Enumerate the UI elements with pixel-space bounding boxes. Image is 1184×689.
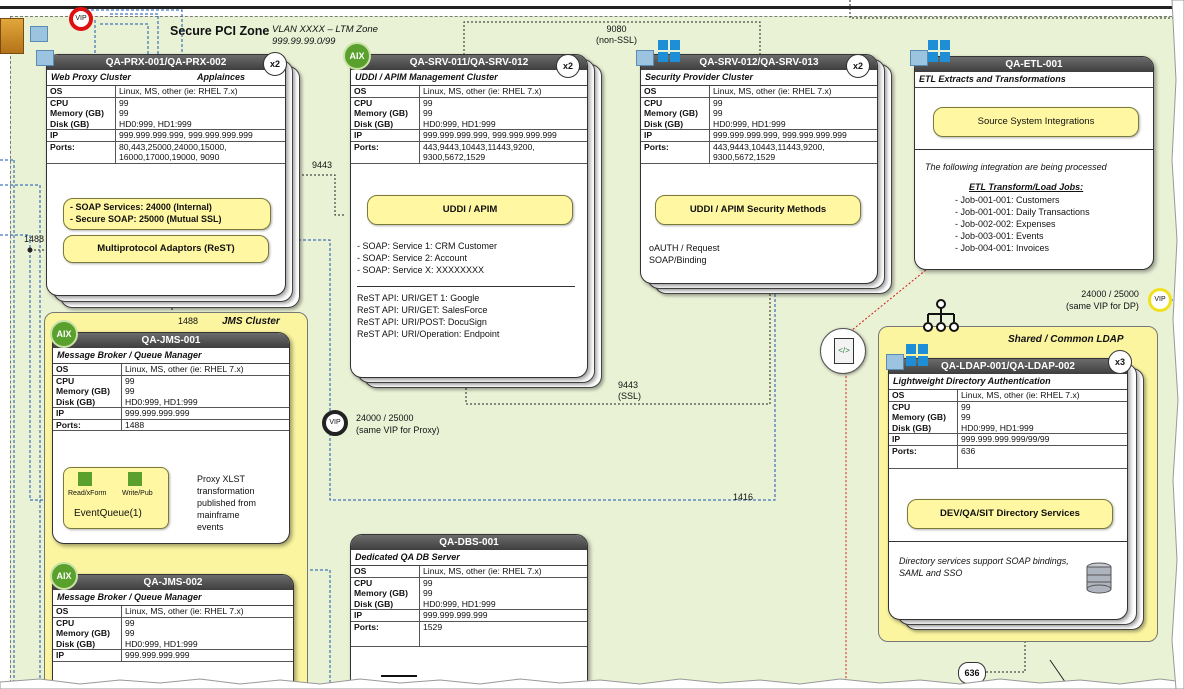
uddi-divider [357,286,575,287]
ldap-pill: DEV/QA/SIT Directory Services [907,499,1113,529]
read-xform-label: Read/xForm [68,490,107,497]
c9443-ssl-label: 9443(SSL) [618,380,642,401]
jms-cluster-label: JMS Cluster [222,316,280,327]
event-queue-label: EventQueue(1) [74,508,142,519]
etl-card: QA-ETL-001 ETL Extracts and Transformati… [914,56,1154,270]
c1488-left-label: 1488 [24,234,45,244]
zone-title: Secure PCI Zone [170,24,270,38]
security-subtitle: Security Provider Cluster [641,70,877,86]
c9080-label: 9080(non-SSL) [596,24,638,45]
ldap-title: QA-LDAP-001/QA-LDAP-002 [889,359,1127,374]
uddi-card: QA-SRV-011/QA-SRV-012 UDDI / APIM Manage… [350,54,588,378]
etl-jobs-title: ETL Transform/Load Jobs: [969,182,1084,192]
vip-proxy-badge: VIP [322,410,348,436]
ldap-zone-label: Shared / Common LDAP [1008,334,1124,345]
c1488-mid-label: 1488 [178,316,199,326]
proxy-server-icon [36,50,54,66]
jms1-queue-box: Read/xForm Write/Pub EventQueue(1) [63,467,169,529]
database-icon [1085,561,1113,595]
jms2-subtitle: Message Broker / Queue Manager [53,590,293,606]
jms1-title: QA-JMS-001 [53,333,289,348]
ldap-tree-icon [922,298,960,334]
server-icon [30,26,48,42]
write-pub-label: Write/Pub [122,490,153,497]
ldap-multiplier: x3 [1108,350,1132,374]
c1416-label: 1416 [733,492,754,502]
etl-intro: The following integration are being proc… [925,162,1107,172]
vip-top-badge: VIP [69,7,93,31]
ldap-server-icon [886,354,904,370]
etl-divider [915,149,1153,150]
zone-subtitle: VLAN XXXX – LTM Zone 999.99.99.0/99 [272,24,378,48]
jms1-aix-badge: AIX [50,320,78,348]
ldap-note: Directory services support SOAP bindings… [899,556,1069,578]
zone-border-top [0,6,1184,9]
proxy-adaptors-pill: Multiprotocol Adaptors (ReST) [63,235,269,263]
uddi-soap-list: - SOAP: Service 1: CRM Customer- SOAP: S… [357,241,498,275]
proxy-subtitle-right: Applainces [196,72,245,82]
etl-jobs-list: - Job-001-001: Customers- Job-001-001: D… [955,195,1090,253]
write-pub-icon [128,472,142,486]
ldap-divider [889,541,1127,542]
proxy-title: QA-PRX-001/QA-PRX-002 [47,55,285,70]
zone-vlan: VLAN XXXX – LTM Zone [272,24,378,35]
uddi-subtitle: UDDI / APIM Management Cluster [351,70,587,86]
security-server-icon [636,50,654,66]
uddi-aix-badge: AIX [343,42,371,70]
uddi-multiplier: x2 [556,54,580,78]
ldap-windows-icon [906,344,928,366]
etl-windows-icon [928,40,950,62]
zone-subnet: 999.99.99.0/99 [272,36,336,47]
ldap-subtitle: Lightweight Directory Authentication [889,374,1127,390]
jms1-subtitle: Message Broker / Queue Manager [53,348,289,364]
uddi-title: QA-SRV-011/QA-SRV-012 [351,55,587,70]
etl-subtitle: ETL Extracts and Transformations [915,72,1153,88]
xml-file-icon: </> [820,328,866,374]
vip-dp-label: 24000 / 25000(same VIP for DP) [1066,289,1139,311]
c636-badge: 636 [958,662,986,684]
security-pill: UDDI / APIM Security Methods [655,195,861,225]
etl-server-icon [910,50,928,66]
ldap-card: QA-LDAP-001/QA-LDAP-002 Lightweight Dire… [888,358,1128,620]
dbs-subtitle: Dedicated QA DB Server [351,550,587,566]
etl-pill: Source System Integrations [933,107,1139,137]
jms2-aix-badge: AIX [50,562,78,590]
read-xform-icon [78,472,92,486]
vip-dp-badge: VIP [1148,288,1172,312]
proxy-multiplier: x2 [263,52,287,76]
security-card: QA-SRV-012/QA-SRV-013 Security Provider … [640,54,878,284]
dbs-title: QA-DBS-001 [351,535,587,550]
vip-proxy-label: 24000 / 25000(same VIP for Proxy) [356,413,440,435]
jms2-title: QA-JMS-002 [53,575,293,590]
building-icon [0,18,24,54]
uddi-pill: UDDI / APIM [367,195,573,225]
etl-title: QA-ETL-001 [915,57,1153,72]
dbs-chart-icon [381,675,417,689]
security-windows-icon [658,40,680,62]
c9443-label: 9443 [312,160,333,170]
proxy-soap-pill: - SOAP Services: 24000 (Internal)- Secur… [63,198,271,230]
jms1-card: QA-JMS-001 Message Broker / Queue Manage… [52,332,290,544]
jms2-card: QA-JMS-002 Message Broker / Queue Manage… [52,574,294,689]
security-multiplier: x2 [846,54,870,78]
security-title: QA-SRV-012/QA-SRV-013 [641,55,877,70]
